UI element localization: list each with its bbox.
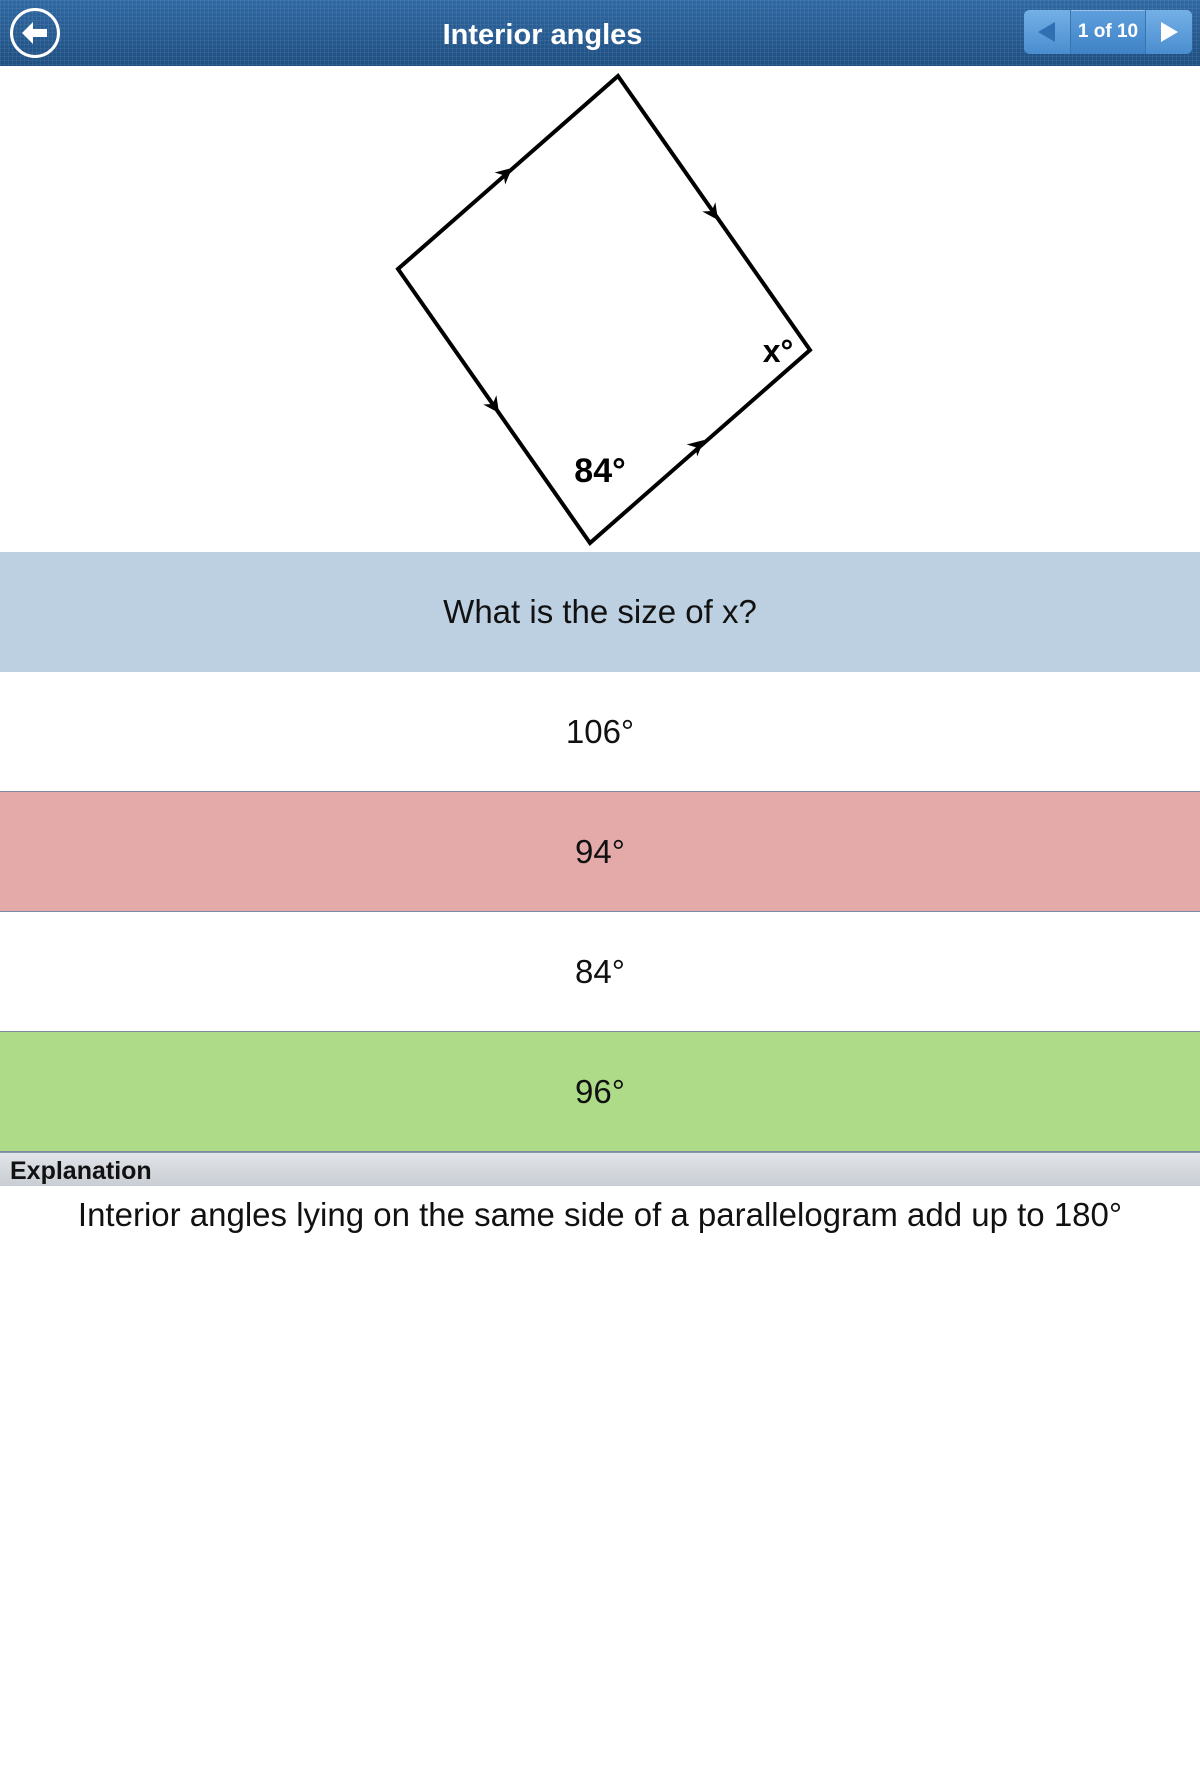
parallelogram-shape: [395, 73, 813, 546]
parallelogram-figure: 84° x°: [395, 73, 813, 546]
back-button[interactable]: [10, 8, 60, 58]
explanation-header: Explanation: [0, 1152, 1200, 1186]
unknown-angle-label: x°: [763, 333, 794, 369]
page-title: Interior angles: [442, 19, 643, 51]
answer-option-96-correct[interactable]: 96°: [0, 1032, 1200, 1152]
answer-option-106[interactable]: 106°: [0, 672, 1200, 792]
parallel-arrow-icon: [483, 168, 718, 457]
question-text: What is the size of x?: [0, 552, 1200, 672]
pager-counter: 1 of 10: [1077, 21, 1139, 42]
answer-option-84[interactable]: 84°: [0, 912, 1200, 1032]
next-question-button[interactable]: [1145, 10, 1192, 54]
question-pager: 1 of 10: [1024, 10, 1192, 54]
explanation-heading: Explanation: [10, 1157, 152, 1185]
triangle-right-icon: [1161, 22, 1178, 42]
answer-option-94-incorrect[interactable]: 94°: [0, 792, 1200, 912]
previous-question-button[interactable]: [1024, 10, 1071, 54]
header-bar: Interior angles 1 of 10: [0, 0, 1200, 66]
explanation-text: Interior angles lying on the same side o…: [77, 1196, 1123, 1233]
back-arrow-icon: [22, 22, 47, 44]
triangle-left-icon: [1038, 22, 1055, 42]
given-angle-label: 84°: [574, 452, 625, 490]
